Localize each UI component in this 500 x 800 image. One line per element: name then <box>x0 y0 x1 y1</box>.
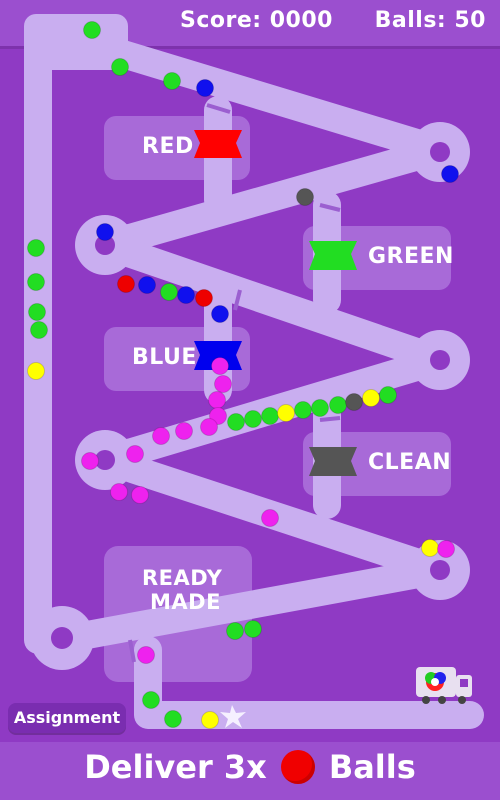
star-burst-icon <box>220 705 246 728</box>
ball <box>208 391 226 409</box>
ball <box>27 362 45 380</box>
ball <box>195 289 213 307</box>
ball <box>211 305 229 323</box>
ball <box>294 401 312 419</box>
ball <box>214 375 232 393</box>
ball <box>311 399 329 417</box>
ball <box>131 486 149 504</box>
conveyor-track <box>24 21 484 729</box>
assignment-button[interactable]: Assignment <box>8 703 126 733</box>
ball <box>441 165 459 183</box>
ball <box>164 710 182 728</box>
instruction-bar: Deliver 3x Balls <box>0 748 500 786</box>
ready-made-label-line2: MADE <box>150 590 221 614</box>
ball <box>226 622 244 640</box>
ball <box>437 540 455 558</box>
ball <box>329 396 347 414</box>
ball <box>163 72 181 90</box>
ball <box>27 239 45 257</box>
ball <box>379 386 397 404</box>
ball <box>261 407 279 425</box>
ball <box>142 691 160 709</box>
track-turns <box>30 122 470 670</box>
ball <box>201 711 219 729</box>
station-label-blue: BLUE <box>132 345 197 370</box>
target-ball-red-icon <box>280 750 315 784</box>
instruction-prefix: Deliver 3x <box>84 748 267 786</box>
ball <box>175 422 193 440</box>
ball <box>261 509 279 527</box>
ball <box>362 389 380 407</box>
ball <box>200 418 218 436</box>
station-label-red: RED <box>142 134 194 159</box>
ball <box>296 188 314 206</box>
ball <box>421 539 439 557</box>
station-label-clean: CLEAN <box>368 450 452 475</box>
ball <box>196 79 214 97</box>
ball <box>83 21 101 39</box>
ball-feeder <box>24 14 128 70</box>
bottom-bar <box>0 742 500 800</box>
ball <box>345 393 363 411</box>
ball <box>244 620 262 638</box>
ready-made-label-line1: READY <box>142 566 223 590</box>
ball <box>81 452 99 470</box>
ball <box>227 413 245 431</box>
station-label-green: GREEN <box>368 244 454 269</box>
score-display: Score: 0000 <box>180 8 333 33</box>
instruction-suffix: Balls <box>328 748 416 786</box>
ball <box>138 276 156 294</box>
balls-layer <box>27 21 459 729</box>
green-dispenser[interactable] <box>309 241 357 270</box>
red-dispenser[interactable] <box>194 130 242 158</box>
ball <box>277 404 295 422</box>
track-switches <box>128 103 341 663</box>
ball <box>244 410 262 428</box>
ball <box>30 321 48 339</box>
ball <box>177 286 195 304</box>
ball <box>96 223 114 241</box>
ball <box>111 58 129 76</box>
delivery-truck-icon <box>416 667 472 704</box>
ball <box>152 427 170 445</box>
ball <box>126 445 144 463</box>
ball <box>160 283 178 301</box>
ball <box>137 646 155 664</box>
blue-dispenser[interactable] <box>194 341 242 370</box>
balls-remaining: Balls: 50 <box>374 8 486 33</box>
ball <box>28 303 46 321</box>
ball <box>110 483 128 501</box>
ball <box>117 275 135 293</box>
ball <box>211 357 229 375</box>
clean-dispenser[interactable] <box>309 447 357 476</box>
ball <box>27 273 45 291</box>
